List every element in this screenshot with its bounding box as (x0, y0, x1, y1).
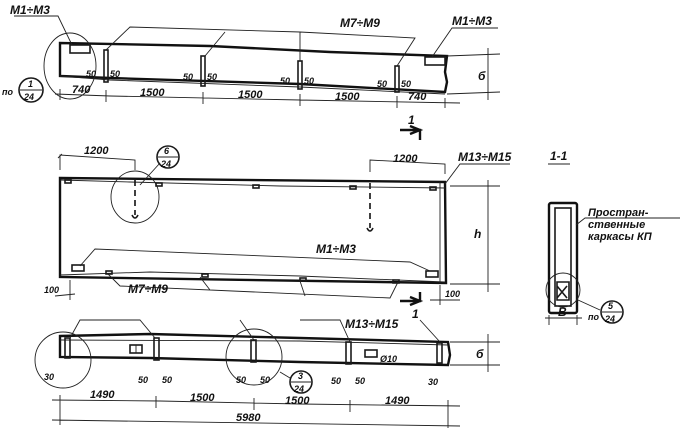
height-label: б (478, 69, 486, 83)
dim-label: 740 (72, 84, 91, 96)
gap-label: 50 (183, 72, 193, 82)
mark-bottom-2: M7÷M9 (128, 282, 168, 296)
dim-label: 1490 (385, 395, 410, 407)
callout-num: 3 (298, 371, 303, 381)
gap-label: 50 (162, 375, 172, 385)
small-plates (64, 179, 439, 284)
height-label: б (476, 347, 484, 361)
detail-circle (225, 328, 283, 386)
hole-label: Ø10 (380, 354, 397, 364)
gap-label: 50 (110, 69, 120, 79)
gap-label: 50 (236, 375, 246, 385)
callout-sheet: 24 (160, 159, 171, 169)
mark: M13÷M15 (345, 317, 399, 331)
dim-left: 1200 (84, 145, 109, 157)
callout-1-24[interactable]: по 1 24 (2, 77, 44, 103)
detail-circle (43, 32, 97, 100)
gap-label: 50 (355, 376, 365, 386)
edge-left: 30 (44, 372, 54, 382)
dim-label: 1500 (238, 89, 263, 101)
callout-num: 1 (28, 79, 33, 89)
height-label: h (474, 227, 481, 241)
section-marker-bottom: 1 (400, 292, 424, 321)
callout-prefix: по (2, 87, 13, 97)
plan-outline (58, 176, 448, 285)
callout-3-24[interactable]: 3 24 (279, 370, 313, 394)
beam-outline (58, 332, 452, 367)
edge-left: 100 (44, 285, 59, 295)
section-outline (547, 201, 579, 315)
section-marker-label: 1 (412, 307, 419, 321)
dim-label: 1500 (285, 395, 310, 407)
callout-num: 6 (164, 146, 170, 156)
callout-5-24[interactable]: по 5 24 (577, 299, 624, 324)
width-label: В (558, 305, 567, 319)
callout-sheet: 24 (293, 384, 304, 394)
bottom-elevation: Ø10 M13÷M15 б 30 30 50 50 50 50 50 50 3 … (34, 317, 500, 428)
plan-view: 1200 1200 6 24 M13÷M15 M1÷M3 M7÷M9 h 100… (44, 145, 512, 305)
gap-label: 50 (401, 79, 411, 89)
mark-top-right: M13÷M15 (458, 150, 512, 164)
section-note-line: каркасы КП (588, 231, 653, 243)
mark-mid: M7÷M9 (340, 16, 380, 30)
dim-label: 1500 (190, 392, 215, 404)
edge-right: 30 (428, 377, 438, 387)
dim-label: 1500 (140, 87, 165, 99)
callout-prefix: по (588, 312, 599, 322)
gap-label: 50 (331, 376, 341, 386)
mark-bottom: M1÷M3 (316, 242, 356, 256)
section-note-line: Простран- (588, 207, 649, 219)
beam-outline (58, 41, 449, 94)
mark-left: M1÷M3 (10, 3, 50, 17)
gap-label: 50 (86, 69, 96, 79)
edge-right: 100 (445, 289, 460, 299)
section-marker-label: 1 (408, 113, 415, 127)
callout-sheet: 24 (604, 314, 615, 324)
gap-label: 50 (304, 76, 314, 86)
dim-label: 1490 (90, 389, 115, 401)
detail-circle (110, 170, 160, 224)
total-dim-label: 5980 (236, 412, 261, 424)
callout-6-24[interactable]: 6 24 (139, 145, 180, 186)
gap-label: 50 (260, 375, 270, 385)
detail-circle (545, 272, 581, 308)
section-note-line: ственные (588, 219, 645, 231)
dim-right: 1200 (393, 153, 418, 165)
section-title: 1-1 (550, 149, 568, 163)
opening (364, 349, 378, 358)
section-marker-top: 1 (400, 113, 424, 140)
dim-label: 740 (408, 91, 427, 103)
detail-circle (34, 331, 92, 389)
gap-label: 50 (377, 79, 387, 89)
gap-label: 50 (280, 76, 290, 86)
embedded-plate (424, 56, 446, 66)
mark-right: M1÷M3 (452, 14, 492, 28)
gap-label: 50 (207, 72, 217, 82)
embedded-plate (69, 44, 91, 54)
dim-label: 1500 (335, 91, 360, 103)
studs (103, 49, 400, 93)
gap-label: 50 (138, 375, 148, 385)
callout-num: 5 (608, 301, 614, 311)
top-elevation: M1÷M3 M7÷M9 M1÷M3 б 50 50 50 50 50 50 50… (2, 3, 501, 108)
callout-sheet: 24 (23, 92, 34, 102)
section-1-1: 1-1 Простран- ственные каркасы КП В по 5… (545, 149, 680, 325)
